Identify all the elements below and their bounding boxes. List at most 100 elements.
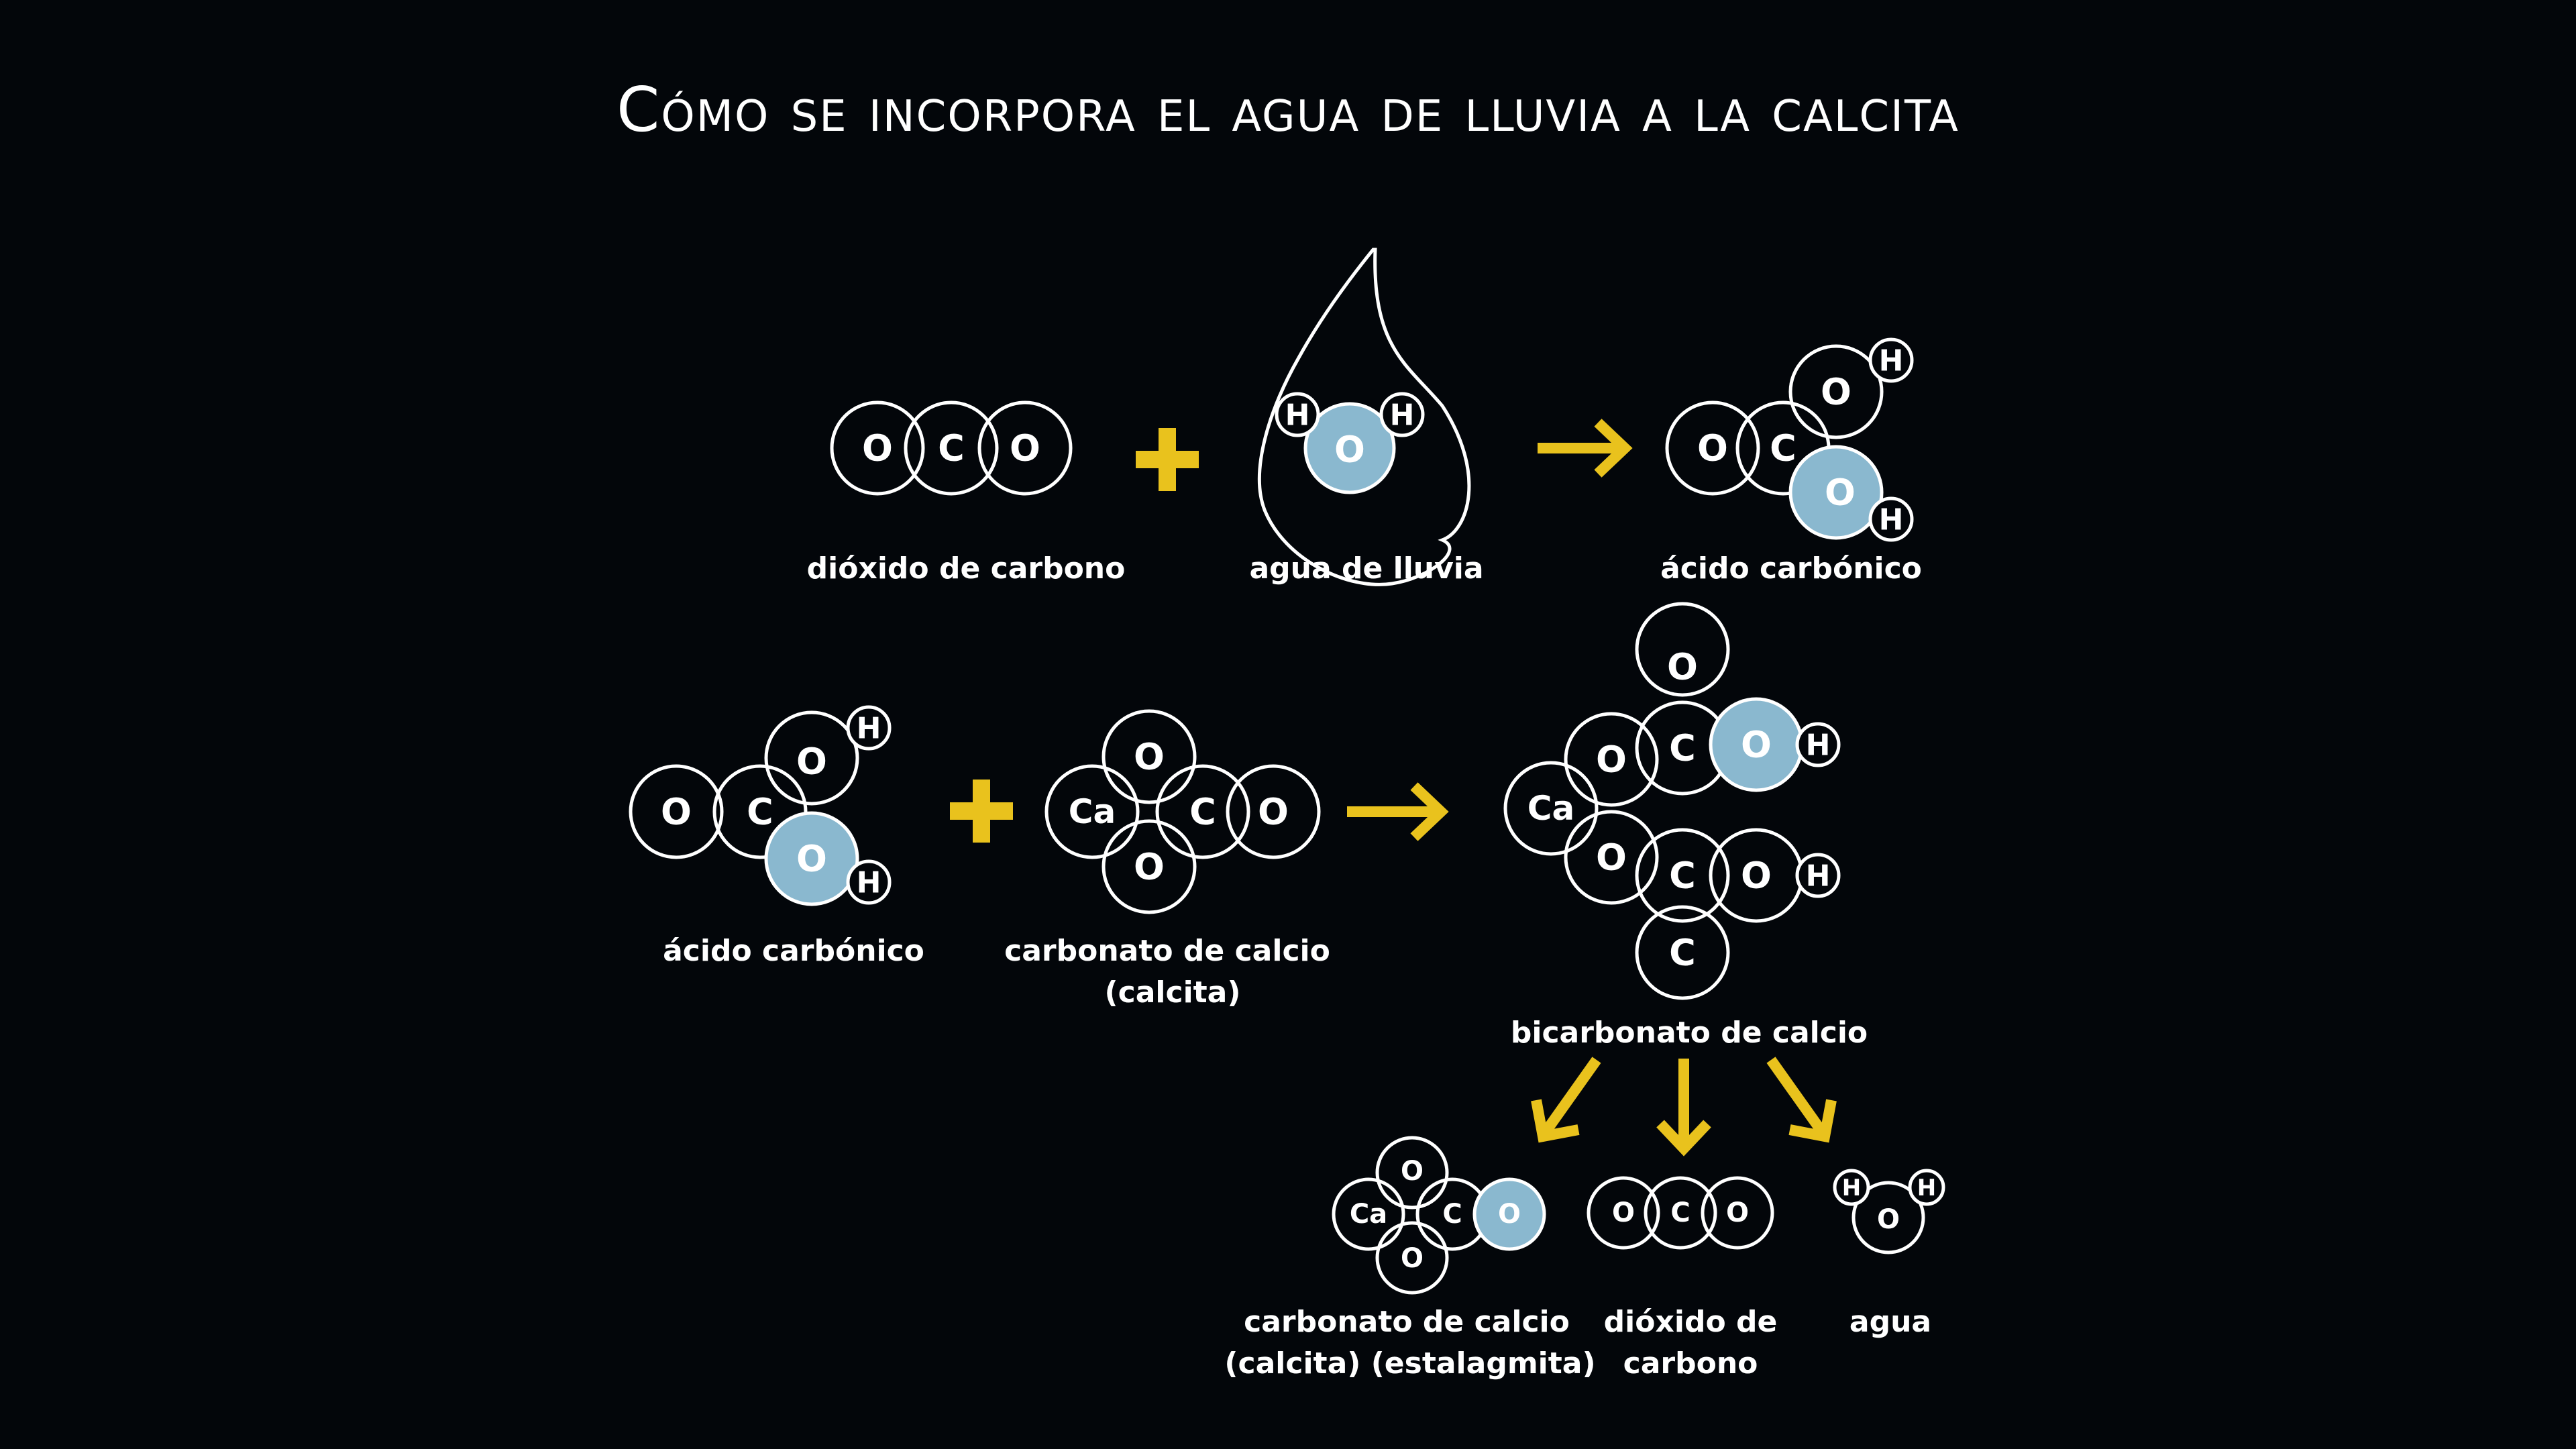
atom-o [1226, 764, 1321, 859]
atom-symbol: O [1697, 427, 1728, 470]
atom-o [1375, 1221, 1449, 1295]
atom-o [1303, 402, 1396, 494]
arrow-down-icon [1656, 1059, 1711, 1157]
molecule-carbonic-acid: O C O O H H ácido carbónico [1660, 337, 1922, 586]
atom-h [1833, 1169, 1870, 1206]
atom-symbol: H [857, 712, 881, 746]
molecule-carbonic-acid: O C O O H H ácido carbónico [629, 705, 924, 968]
molecule-calcium-carbonate: Ca O O C O carbonato de calcio (calcita) [1004, 709, 1330, 1010]
molecule-calcium-bicarbonate: O Ca O O C O H C O H C bicarbonato de ca… [1503, 602, 1868, 1050]
atom-c [1155, 764, 1250, 859]
atom-o [629, 764, 724, 859]
atom-symbol: Ca [1069, 792, 1116, 831]
atom-symbol: O [1726, 1197, 1749, 1228]
arrow-down-right-icon [1766, 1057, 1837, 1143]
atom-h [846, 705, 892, 751]
plus-icon [950, 780, 1013, 843]
atom-symbol: C [1770, 427, 1796, 470]
atom-symbol: C [1670, 1197, 1690, 1228]
atom-symbol: O [1334, 429, 1365, 471]
label-calcite: (calcita) [1105, 975, 1241, 1010]
atom-symbol: O [1825, 472, 1856, 514]
atom-c [1644, 1176, 1717, 1250]
label-calcium-bicarbonate: bicarbonato de calcio [1511, 1016, 1868, 1050]
arrow-right-icon [1347, 782, 1449, 841]
label-carbonic-acid: ácido carbónico [663, 934, 924, 968]
arrow-down-left-icon [1531, 1057, 1601, 1143]
label-rain: agua de lluvia [1249, 551, 1483, 586]
atom-o [1701, 1176, 1774, 1250]
atom-symbol: C [1442, 1199, 1462, 1230]
molecule-water: O H H agua [1833, 1169, 1945, 1339]
molecule-calcium-carbonate-stalagmite: Ca O O C O carbonato de calcio (calcita)… [1224, 1136, 1596, 1381]
atom-symbol: O [796, 838, 827, 880]
atom-symbol: O [1821, 371, 1851, 413]
atom-symbol: O [1258, 791, 1289, 833]
atom-o [830, 400, 925, 496]
atom-symbol: O [1741, 724, 1772, 766]
label-co2: dióxido de carbono [807, 551, 1126, 586]
molecule-co2: O C O dióxido de carbono [807, 400, 1126, 586]
atom-h [1379, 392, 1425, 437]
atom-symbol: O [1134, 846, 1165, 888]
molecule-co2-out: O C O dióxido de carbono [1587, 1176, 1778, 1381]
atom-symbol: O [862, 427, 893, 470]
atom-symbol: O [1877, 1204, 1900, 1235]
atom-o [1472, 1177, 1546, 1251]
atom-symbol: O [1134, 736, 1165, 778]
atom-c [1635, 828, 1730, 923]
atom-o [1635, 602, 1730, 697]
atom-o [1564, 810, 1659, 905]
atom-symbol: O [1401, 1156, 1424, 1187]
atom-o [1102, 819, 1197, 914]
atom-o [1102, 709, 1197, 804]
atom-symbol: O [1596, 837, 1627, 879]
atom-symbol: H [1879, 503, 1904, 537]
atom-h [1795, 722, 1841, 767]
atom-h [1795, 853, 1841, 898]
label-carbono: carbono [1623, 1346, 1758, 1381]
arrow-right-icon [1538, 419, 1633, 478]
atom-o [1665, 400, 1760, 496]
atom-symbol: H [1879, 344, 1904, 378]
atom-symbol: C [1669, 855, 1696, 897]
atom-h [1868, 337, 1914, 383]
atom-o [1851, 1181, 1925, 1254]
label-calcium-carbonate: carbonato de calcio [1244, 1305, 1570, 1339]
atom-symbol: Ca [1350, 1199, 1387, 1230]
atom-symbol: C [1189, 791, 1216, 833]
atom-symbol: H [1806, 859, 1831, 894]
atom-symbol: H [1842, 1175, 1861, 1201]
atom-h [1908, 1169, 1945, 1206]
atom-ca [1503, 761, 1599, 856]
plus-icon [1136, 428, 1199, 491]
atom-symbol: O [1612, 1197, 1635, 1228]
atom-o [1564, 712, 1659, 807]
atom-o [1788, 344, 1884, 439]
atom-ca [1044, 764, 1140, 859]
atom-symbol: H [1285, 398, 1310, 433]
atom-ca [1332, 1177, 1405, 1251]
atom-h [846, 859, 892, 905]
atom-c [904, 400, 999, 496]
atom-o [1587, 1176, 1660, 1250]
atom-o [977, 400, 1073, 496]
atom-symbol: C [938, 427, 965, 470]
atom-o [764, 811, 859, 906]
atom-symbol: O [1667, 646, 1698, 688]
label-carbonic-acid: ácido carbónico [1660, 551, 1922, 586]
raindrop-icon [1257, 248, 1471, 586]
atom-o [764, 710, 859, 806]
atom-symbol: O [1741, 855, 1772, 897]
atom-symbol: C [747, 791, 773, 833]
molecule-rain-water: O H H agua de lluvia [1249, 248, 1484, 586]
atom-symbol: O [1010, 427, 1040, 470]
atom-symbol: O [661, 791, 692, 833]
label-calcite-stalagmite: (calcita) (estalagmita) [1224, 1346, 1595, 1381]
atom-o [1375, 1136, 1449, 1210]
atom-symbol: O [796, 741, 827, 783]
atom-o [1788, 445, 1884, 540]
label-co2: dióxido de [1604, 1305, 1778, 1339]
atom-symbol: C [1669, 932, 1696, 974]
